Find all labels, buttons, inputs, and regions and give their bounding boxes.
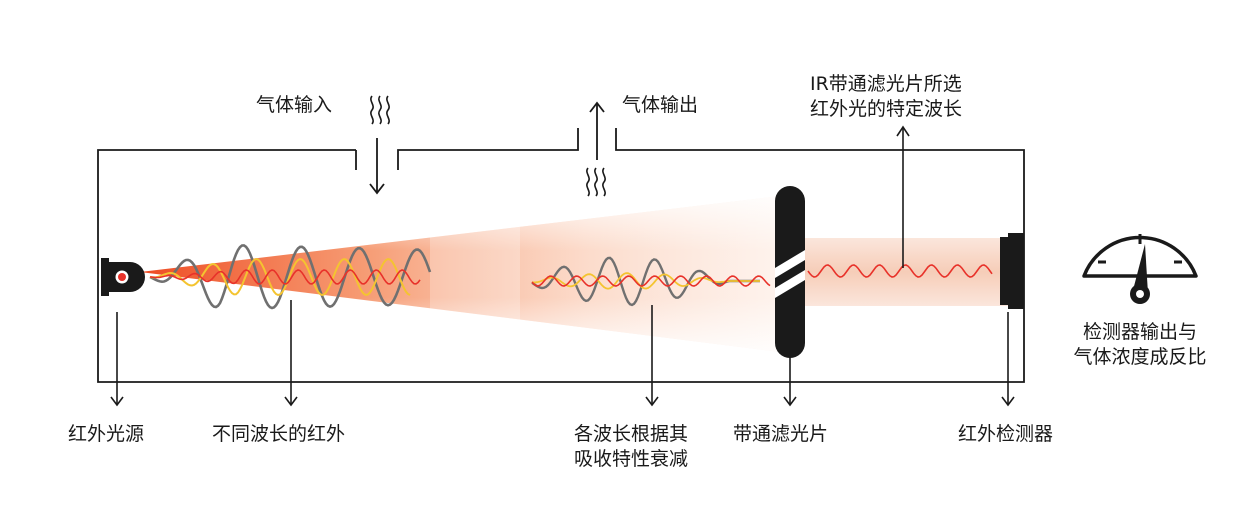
waves-different-wavelengths bbox=[149, 244, 432, 310]
wavelengths-label: 不同波长的红外 bbox=[212, 423, 346, 445]
gas-out-label: 气体输出 bbox=[622, 94, 699, 116]
chamber-outline bbox=[97, 128, 1025, 383]
gas-in-label: 气体输入 bbox=[256, 94, 333, 116]
absorption-label-line2: 吸收特性衰减 bbox=[574, 448, 689, 470]
wave-filtered bbox=[807, 264, 993, 278]
ir-filter-note-line2: 红外光的特定波长 bbox=[810, 98, 963, 120]
filter-icon bbox=[775, 186, 805, 358]
gas-swirl-icon bbox=[370, 95, 390, 125]
detector-icon bbox=[1000, 233, 1024, 309]
ir-beam-fade bbox=[140, 196, 780, 352]
detector-output-line1: 检测器输出与 bbox=[1082, 321, 1197, 343]
callout-arrows bbox=[110, 125, 1015, 407]
ir-source-icon bbox=[101, 258, 145, 296]
ir-filter-note-line1: IR带通滤光片所选 bbox=[810, 73, 962, 95]
gas-swirl-icon bbox=[586, 167, 606, 197]
detector-output-line2: 气体浓度成反比 bbox=[1073, 346, 1207, 368]
absorption-label-line1: 各波长根据其 bbox=[574, 423, 689, 445]
gas-out-arrow bbox=[589, 101, 605, 160]
ir-source-label: 红外光源 bbox=[68, 423, 145, 445]
gauge-icon bbox=[1082, 234, 1198, 304]
ir-detector-label: 红外检测器 bbox=[958, 423, 1054, 445]
waves-attenuated bbox=[531, 256, 771, 307]
bandpass-filter-label: 带通滤光片 bbox=[733, 423, 829, 445]
beam-gap bbox=[430, 200, 520, 350]
gas-in-arrow bbox=[369, 138, 385, 195]
